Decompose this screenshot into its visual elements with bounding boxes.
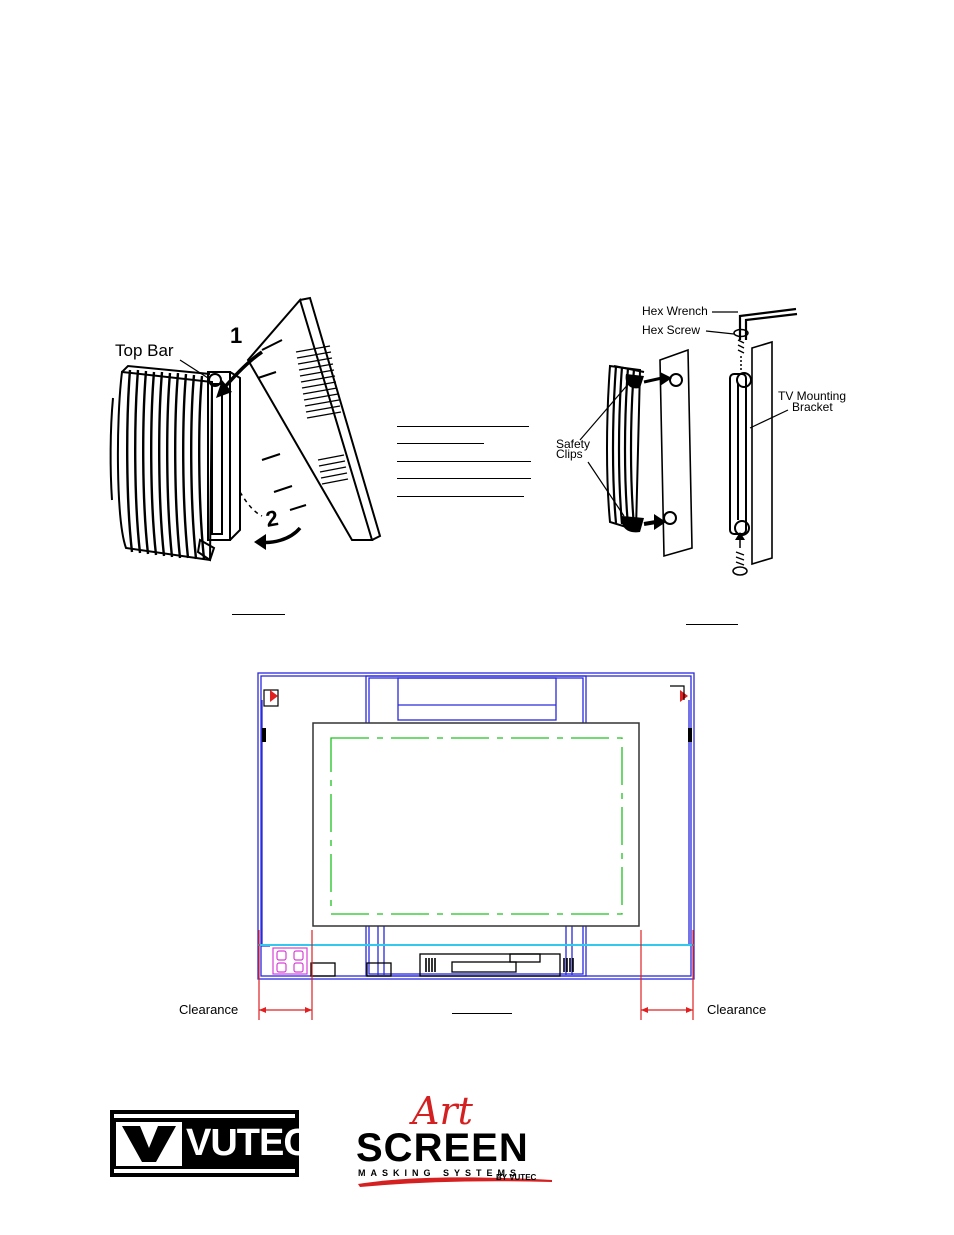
- tv-vent-grille: [295, 345, 349, 485]
- power-outlets: [272, 947, 308, 975]
- blank-line-5: [397, 496, 524, 497]
- blank-line-2: [397, 443, 484, 444]
- clearance-arrowheads: [259, 1007, 693, 1013]
- label-clips: Clips: [556, 447, 583, 461]
- blank-line-4: [397, 478, 531, 479]
- arrow-step-1-head: [216, 380, 232, 398]
- tv-frame: [312, 722, 640, 927]
- tv-rear-ribs: [126, 369, 206, 560]
- screen-area-dashed: [330, 737, 623, 915]
- label-bracket: Bracket: [792, 400, 833, 414]
- tv-mounting-bracket: [729, 372, 752, 536]
- caption-underline-left: [232, 614, 285, 615]
- hex-screw-thread: [737, 339, 745, 354]
- vutec-logo: VUTEC: [110, 1110, 311, 1177]
- safety-clip-bottom: [621, 511, 677, 533]
- safety-clip-top: [625, 372, 683, 389]
- label-hex-wrench: Hex Wrench: [642, 304, 708, 318]
- spring-coils: [425, 958, 574, 972]
- wall-plate-left: [659, 348, 693, 558]
- artscreen-subtitle: MASKING SYSTEMS: [358, 1168, 522, 1178]
- artscreen-wordmark: SCREEN: [356, 1126, 529, 1170]
- artscreen-logo: Art SCREEN MASKING SYSTEMS BY VUTEC: [356, 1092, 556, 1188]
- tilted-tv: [246, 296, 382, 541]
- arrow-step-2-dash: [239, 491, 263, 517]
- tv-rear-body-left: [109, 364, 214, 562]
- vutec-wordmark: VUTEC: [186, 1122, 311, 1164]
- artscreen-script: Art: [412, 1089, 473, 1133]
- caption-underline-right: [686, 624, 738, 625]
- wall-plate-right: [751, 340, 773, 566]
- label-clearance-left: Clearance: [179, 1002, 239, 1017]
- clearance-dimensions: [258, 930, 694, 1020]
- bottom-screw-head: [732, 566, 748, 576]
- arrow-step-2-head: [254, 534, 266, 550]
- wall-bracket: [196, 371, 241, 562]
- corner-markers: [262, 685, 692, 742]
- blank-line-1: [397, 426, 529, 427]
- vutec-v-mark-icon: [116, 1122, 182, 1166]
- label-leaders-right: [579, 311, 789, 517]
- artscreen-swoosh-icon: [358, 1177, 552, 1187]
- label-tv-mounting: TV Mounting: [778, 389, 847, 403]
- floor-components: [310, 953, 561, 977]
- label-safety: Safety: [556, 437, 591, 451]
- step-1-number: 1: [230, 323, 243, 348]
- label-top-bar: Top Bar: [115, 341, 174, 360]
- hex-screw-head: [733, 328, 749, 338]
- bottom-screw-thread: [735, 551, 745, 566]
- arrow-step-1: [222, 350, 263, 390]
- label-hex-screw: Hex Screw: [642, 323, 701, 337]
- blank-line-3: [397, 461, 531, 462]
- hex-wrench: [738, 307, 798, 340]
- artscreen-by: BY VUTEC: [496, 1173, 537, 1182]
- caption-underline-bottom: [452, 1013, 512, 1014]
- label-clearance-right: Clearance: [707, 1002, 767, 1017]
